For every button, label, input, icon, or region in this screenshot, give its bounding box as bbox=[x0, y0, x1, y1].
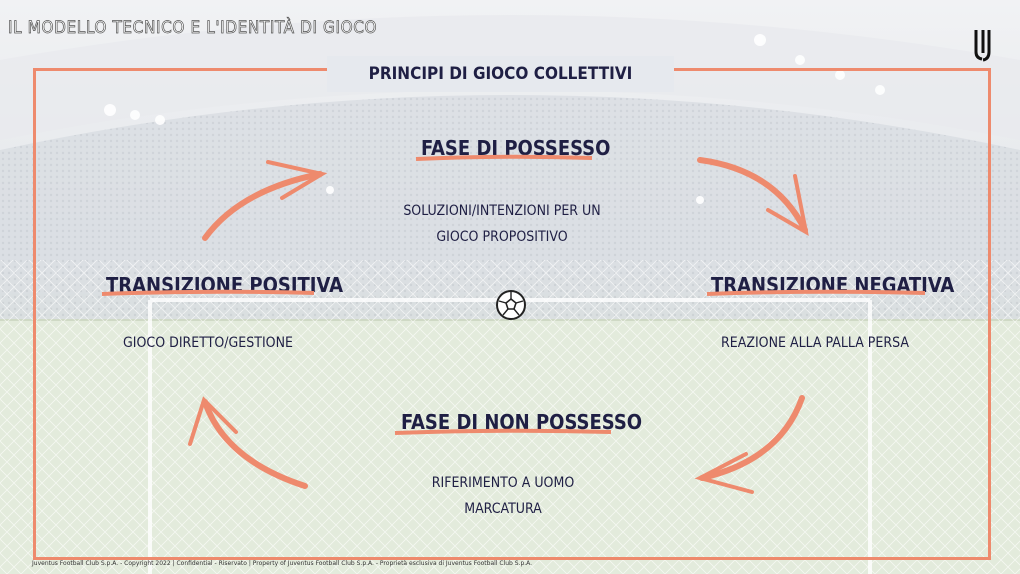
football-icon bbox=[496, 290, 526, 320]
phase-desc-transizione-negativa: REAZIONE ALLA PALLA PERSA bbox=[721, 335, 909, 351]
phase-desc-possesso-line2: GIOCO PROPOSITIVO bbox=[436, 229, 568, 245]
page-title: IL MODELLO TECNICO E L'IDENTITÀ DI GIOCO bbox=[8, 18, 378, 39]
phase-desc-non-possesso-line2: MARCATURA bbox=[464, 501, 542, 517]
section-banner: PRINCIPI DI GIOCO COLLETTIVI bbox=[327, 56, 674, 92]
phase-desc-non-possesso-line1: RIFERIMENTO A UOMO bbox=[431, 475, 575, 491]
juventus-logo-icon bbox=[974, 30, 991, 62]
underline-transizione-positiva bbox=[101, 289, 315, 296]
footer-copyright: Juventus Football Club S.p.A. - Copyrigh… bbox=[32, 560, 533, 567]
phase-desc-possesso-line1: SOLUZIONI/INTENZIONI PER UN bbox=[403, 203, 601, 219]
phase-desc-non-possesso: RIFERIMENTO A UOMO MARCATURA bbox=[405, 470, 601, 522]
phase-desc-possesso: SOLUZIONI/INTENZIONI PER UN GIOCO PROPOS… bbox=[376, 198, 628, 250]
underline-non-possesso bbox=[394, 428, 612, 435]
phase-desc-transizione-positiva: GIOCO DIRETTO/GESTIONE bbox=[123, 335, 293, 351]
underline-possesso bbox=[415, 154, 593, 161]
underline-transizione-negativa bbox=[706, 289, 926, 296]
